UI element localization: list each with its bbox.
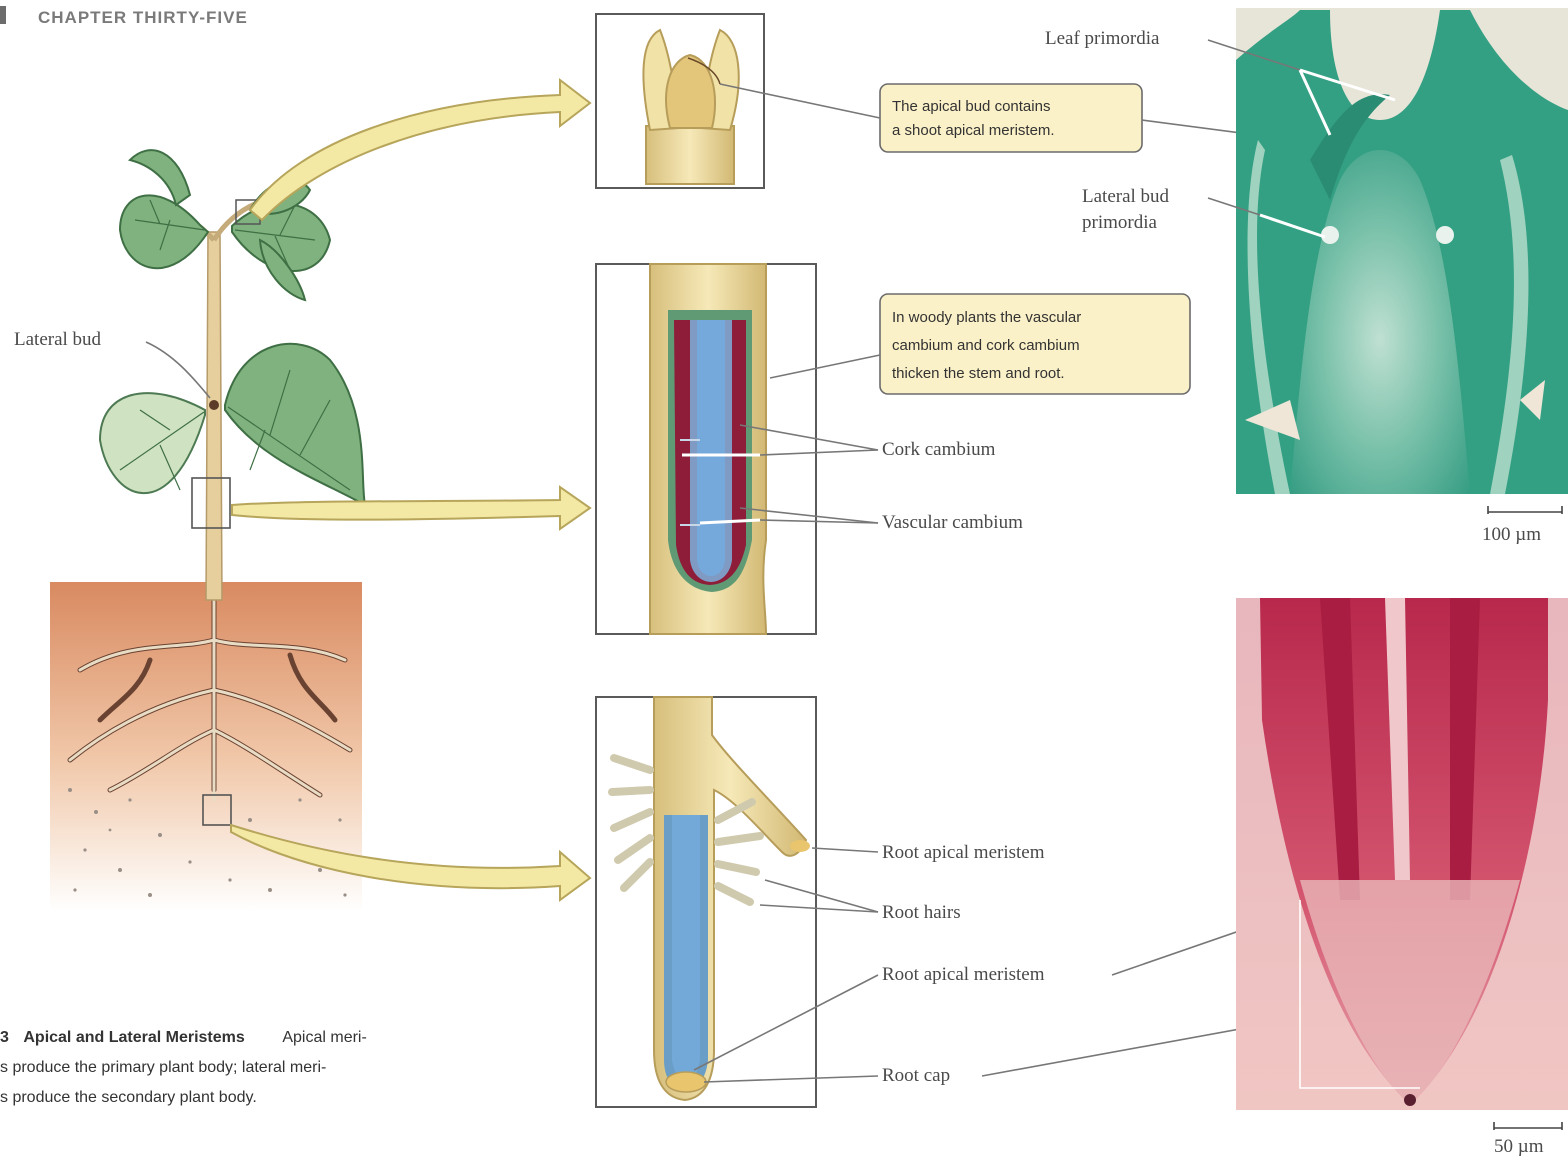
lateral-bud-primordia-label-1: Lateral bud — [1082, 186, 1170, 207]
caption-fig-fragment: 3 — [0, 1029, 9, 1046]
stem-callout-line2: cambium and cork cambium — [892, 337, 1080, 354]
page-number-stub — [0, 6, 6, 24]
leaf-primordia-label: Leaf primordia — [1045, 28, 1160, 49]
stem-callout-line3: thicken the stem and root. — [892, 365, 1065, 382]
stem-callout-line1: In woody plants the vascular — [892, 309, 1081, 326]
plant-stem — [206, 232, 222, 600]
figure-caption: 3 Apical and Lateral Meristems Apical me… — [0, 1029, 367, 1106]
chapter-title: CHAPTER THIRTY-FIVE — [38, 8, 248, 27]
arrow-to-stem-section — [232, 487, 590, 529]
cork-cambium-label: Cork cambium — [882, 439, 996, 460]
apical-bud-callout-line2: a shoot apical meristem. — [892, 122, 1055, 139]
svg-text:3 Apical and Lateral Mer: 3 Apical and Lateral Meristems Apical me… — [0, 1029, 367, 1046]
lateral-bud-label: Lateral bud — [14, 329, 102, 350]
shoot-apex-micrograph — [1236, 8, 1568, 494]
stem-section-illustration — [650, 264, 766, 634]
root-scale-bar — [1494, 1122, 1562, 1130]
caption-line1-rest: Apical meri- — [282, 1029, 366, 1046]
apical-bud-callout-line1: The apical bud contains — [892, 98, 1050, 115]
caption-line2: s produce the primary plant body; latera… — [0, 1059, 326, 1076]
lateral-bud — [209, 400, 219, 410]
caption-line3: s produce the secondary plant body. — [0, 1089, 257, 1106]
caption-title: Apical and Lateral Meristems — [23, 1029, 245, 1046]
root-apical-meristem-label: Root apical meristem — [882, 964, 1045, 985]
vascular-cambium-label: Vascular cambium — [882, 512, 1023, 533]
lower-leaves — [100, 344, 365, 505]
root-scale-label: 50 µm — [1494, 1136, 1544, 1157]
root-cap-label: Root cap — [882, 1065, 950, 1086]
apical-bud-callout — [880, 84, 1142, 152]
root-hairs-label: Root hairs — [882, 902, 961, 923]
lateral-root-apical-meristem-label: Root apical meristem — [882, 842, 1045, 863]
shoot-scale-label: 100 µm — [1482, 524, 1541, 545]
shoot-scale-bar — [1488, 506, 1562, 514]
lateral-bud-primordia-label-2: primordia — [1082, 212, 1157, 233]
root-tip-micrograph — [1236, 598, 1568, 1110]
